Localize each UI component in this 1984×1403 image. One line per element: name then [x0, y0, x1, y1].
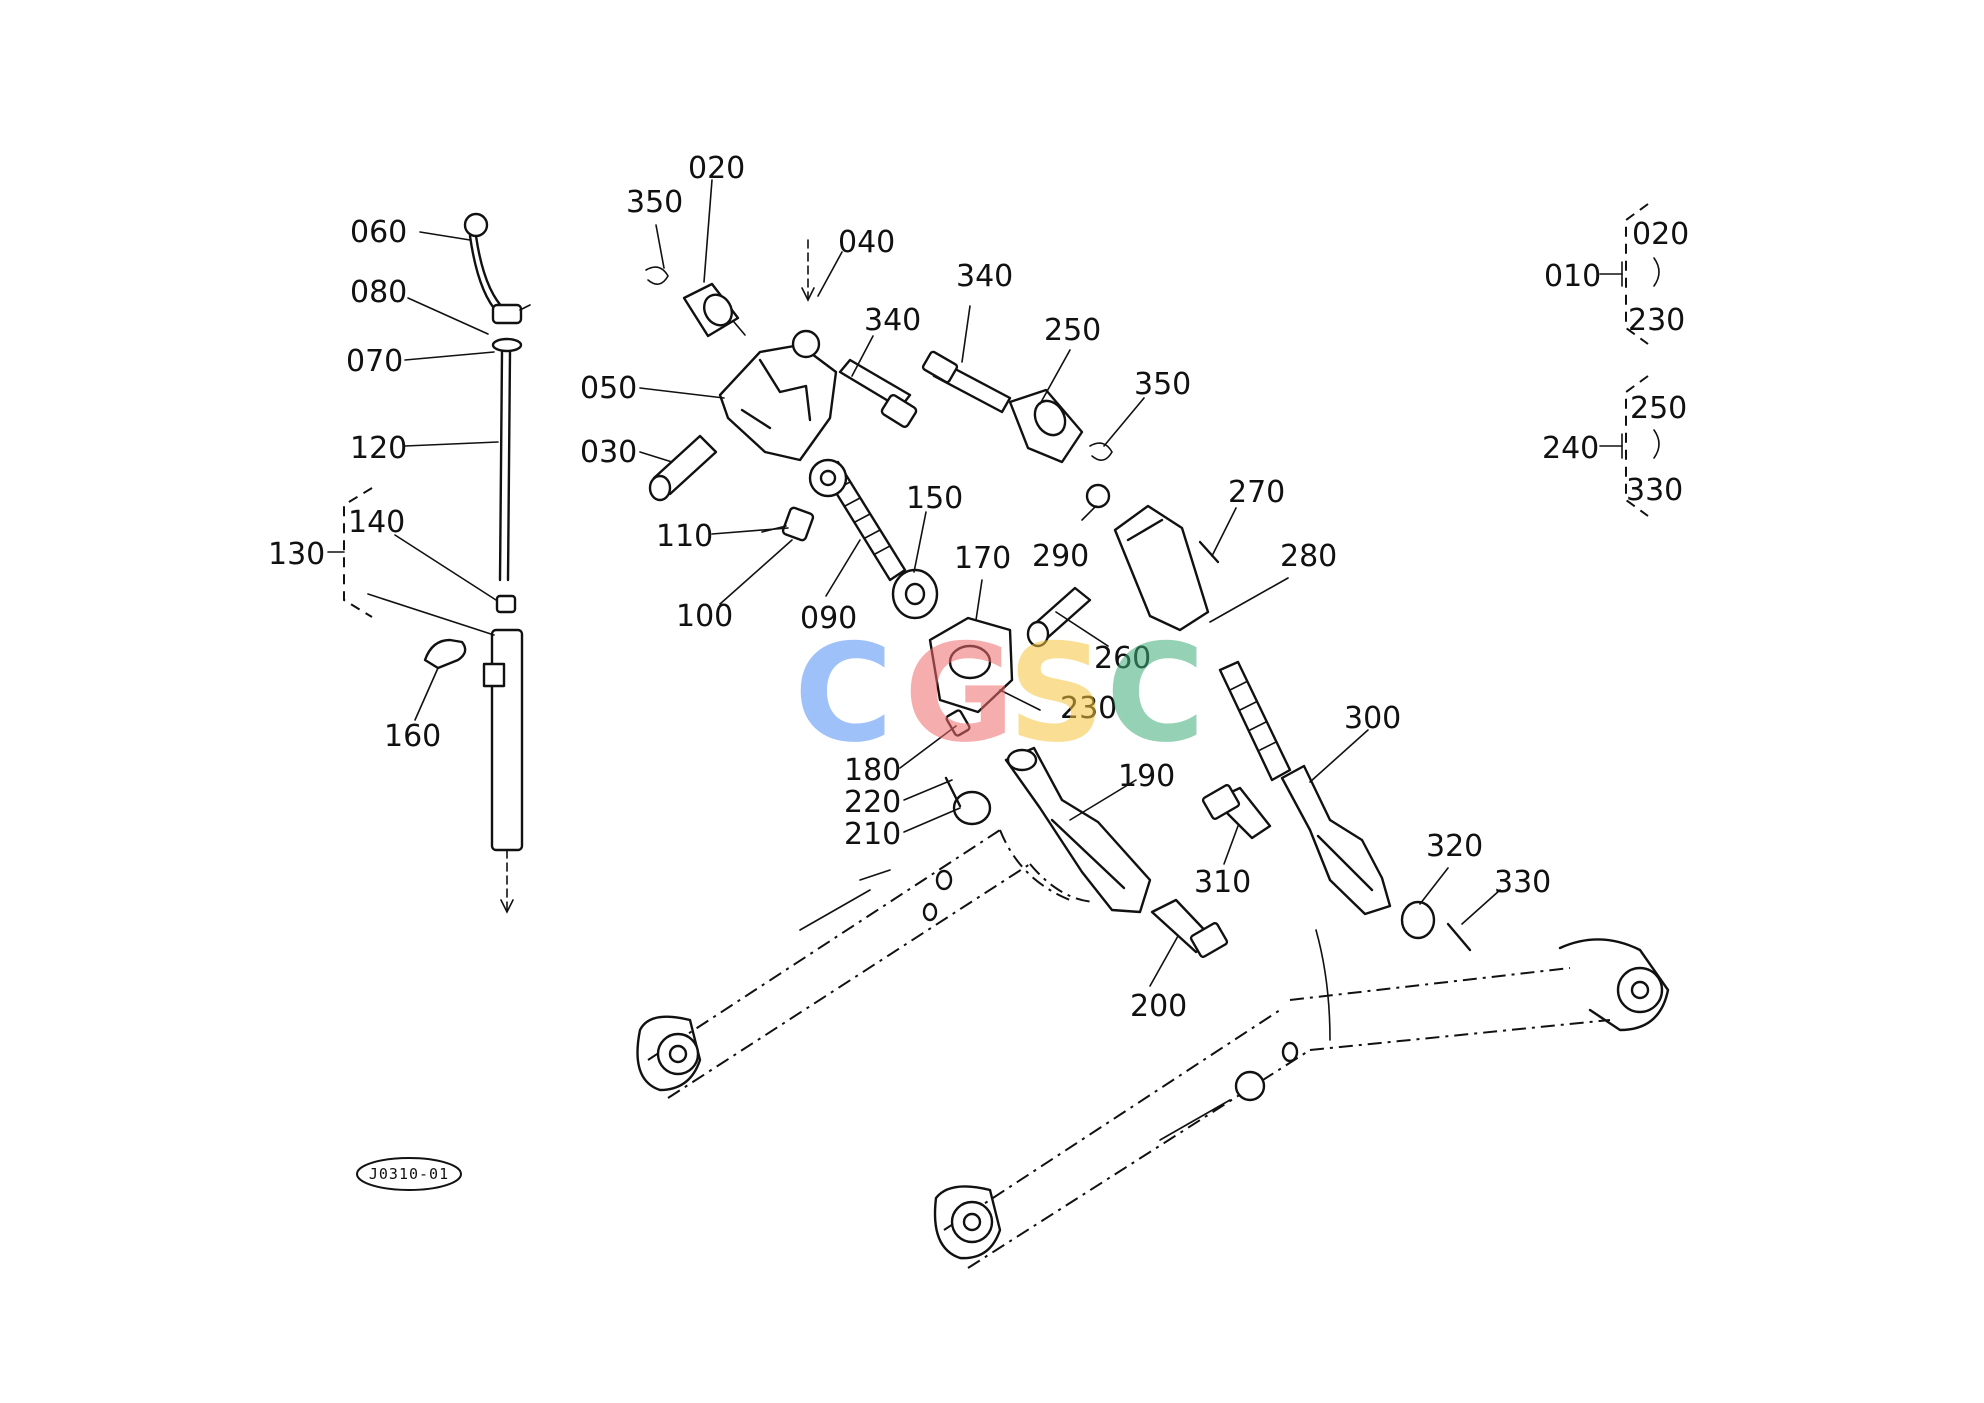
ball-290	[1085, 483, 1111, 509]
label-230-index: 230	[1628, 303, 1685, 338]
label-320: 320	[1426, 829, 1483, 864]
shaft-block	[482, 662, 506, 688]
r-clip-350-right	[1089, 442, 1113, 461]
rod-120	[498, 350, 504, 582]
label-020-index: 020	[1632, 217, 1689, 252]
watermark-letter: S	[1008, 615, 1105, 772]
label-340-left: 340	[864, 303, 921, 338]
watermark-letter: C	[1106, 615, 1205, 772]
label-270: 270	[1228, 475, 1285, 510]
label-220: 220	[844, 785, 901, 820]
nut-320	[1400, 900, 1436, 940]
label-130: 130	[268, 537, 325, 572]
label-310: 310	[1194, 865, 1251, 900]
drawing-code-badge: J0310-01	[356, 1157, 462, 1191]
r-clip-350	[645, 266, 669, 285]
bracket-130	[343, 487, 373, 618]
nut-210	[952, 790, 992, 826]
washer-070	[491, 337, 523, 353]
knob-060	[463, 212, 489, 238]
top-bracket-assembly	[645, 239, 1014, 737]
assembly-index-240	[1599, 375, 1660, 517]
leader-lines	[367, 179, 1501, 987]
label-280: 280	[1280, 539, 1337, 574]
label-120: 120	[350, 431, 407, 466]
label-240: 240	[1542, 431, 1599, 466]
label-090: 090	[800, 601, 857, 636]
label-260: 260	[1094, 641, 1151, 676]
label-040: 040	[838, 225, 895, 260]
label-160: 160	[384, 719, 441, 754]
label-180: 180	[844, 753, 901, 788]
grease-fitting-100	[781, 506, 815, 542]
label-300: 300	[1344, 701, 1401, 736]
label-110: 110	[656, 519, 713, 554]
label-330: 330	[1494, 865, 1551, 900]
bushing-040	[791, 329, 821, 359]
threaded-turnbuckle	[1218, 660, 1292, 782]
lift-rod-300	[1280, 764, 1392, 916]
label-340-right: 340	[956, 259, 1013, 294]
label-250: 250	[1044, 313, 1101, 348]
label-290: 290	[1032, 539, 1089, 574]
lower-link-left	[636, 829, 1096, 1099]
watermark-letter: G	[904, 615, 1015, 772]
label-010: 010	[1544, 259, 1601, 294]
label-200: 200	[1130, 989, 1187, 1024]
label-190: 190	[1118, 759, 1175, 794]
label-250-index: 250	[1630, 391, 1687, 426]
watermark-letter: C	[794, 615, 893, 772]
clevis-280	[1113, 504, 1210, 632]
lift-rod-190	[1004, 746, 1152, 914]
lower-link-right	[933, 929, 1670, 1269]
assembly-index-010	[1599, 203, 1660, 345]
drawing-code: J0310-01	[369, 1165, 449, 1183]
label-060: 060	[350, 215, 407, 250]
label-350-left: 350	[626, 185, 683, 220]
top-bracket-050	[718, 343, 838, 462]
cotter-330	[1446, 922, 1472, 952]
label-330-index: 330	[1626, 473, 1683, 508]
lever-clamp-080	[491, 303, 523, 325]
label-080: 080	[350, 275, 407, 310]
collar-140	[495, 594, 517, 614]
label-150: 150	[906, 481, 963, 516]
label-210: 210	[844, 817, 901, 852]
link-pin	[1234, 1070, 1266, 1102]
label-140: 140	[348, 505, 405, 540]
label-070: 070	[346, 344, 403, 379]
label-020: 020	[688, 151, 745, 186]
clip-160	[423, 638, 467, 670]
cotter-220	[944, 776, 962, 808]
label-170: 170	[954, 541, 1011, 576]
lever-rod-assembly	[327, 212, 531, 914]
watermark-logo: C G S C	[794, 615, 1205, 772]
label-100: 100	[676, 599, 733, 634]
lever-arm	[468, 234, 507, 315]
pin-180	[945, 709, 971, 737]
label-350-right: 350	[1134, 367, 1191, 402]
label-050: 050	[580, 371, 637, 406]
lift-rod-190-assembly	[944, 746, 1229, 958]
pin-270	[1198, 540, 1220, 564]
label-230: 230	[1060, 691, 1117, 726]
label-030: 030	[580, 435, 637, 470]
part-labels: 060 080 070 120 140 130 160 350 020 040 …	[268, 151, 1689, 1024]
